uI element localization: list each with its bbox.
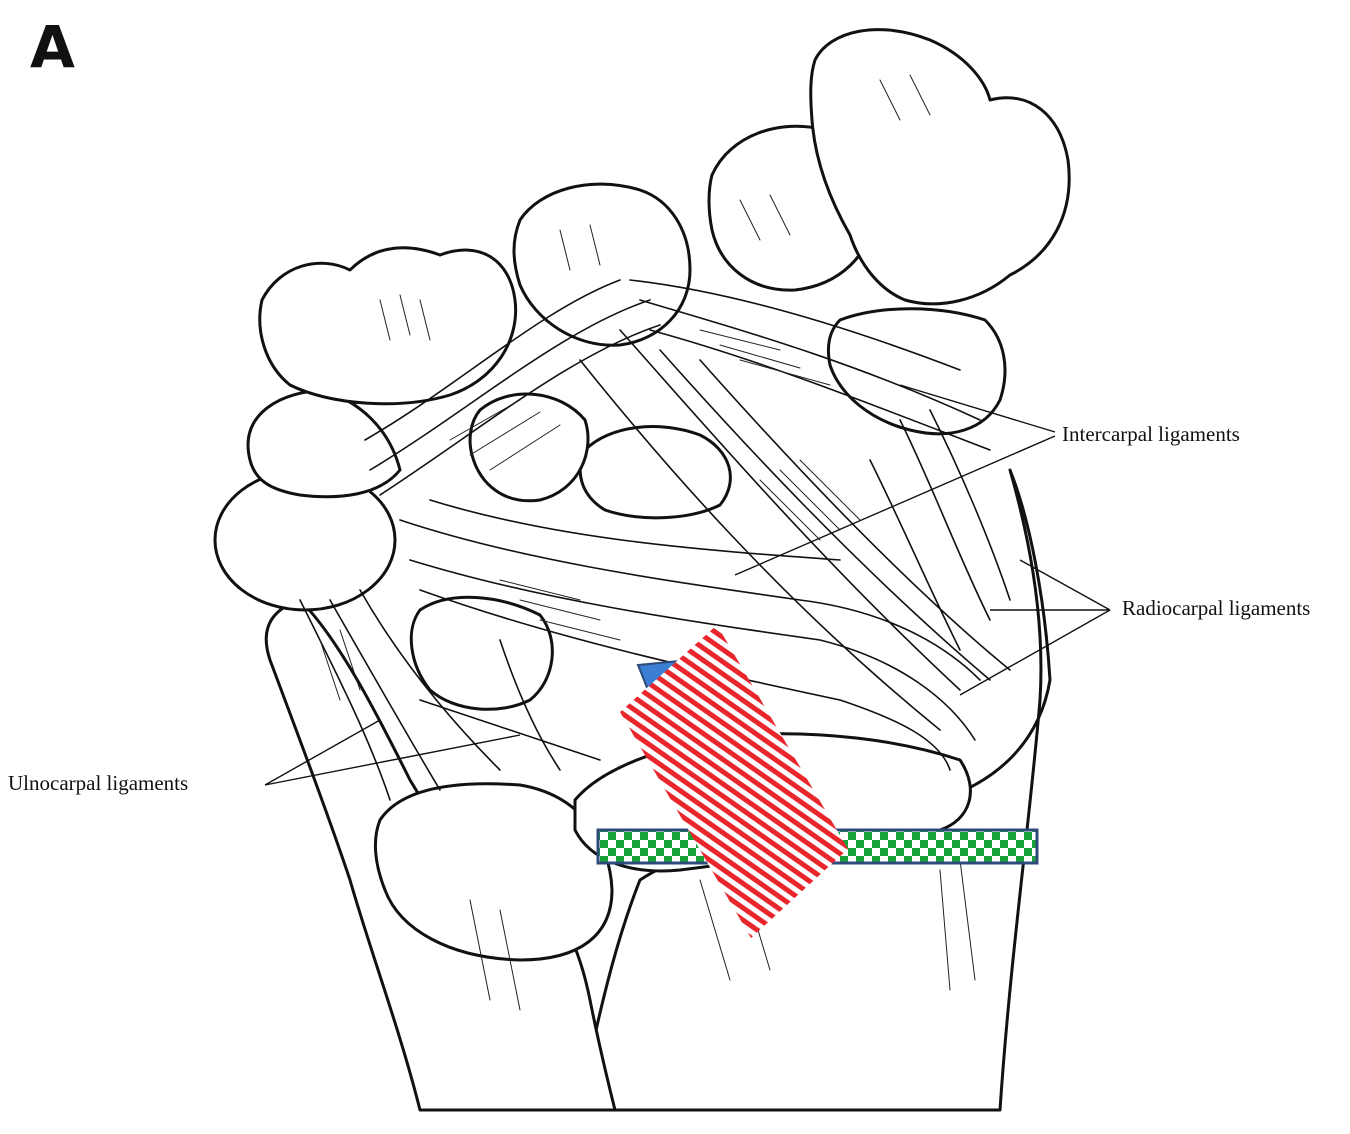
radiocarpal-leader-2 [960, 610, 1110, 695]
hamate-bone [248, 390, 400, 497]
panel-letter: A [30, 18, 75, 76]
intercarpal-leader-2 [735, 436, 1055, 575]
triquetrum-bone [411, 597, 552, 709]
metacarpal-base-5 [260, 248, 516, 404]
radiocarpal-ligaments-label: Radiocarpal ligaments [1122, 598, 1310, 619]
bones [215, 30, 1069, 1110]
capitate-bone [470, 394, 588, 501]
ulnocarpal-ligaments-label: Ulnocarpal ligaments [8, 773, 188, 794]
intercarpal-ligaments-label: Intercarpal ligaments [1062, 424, 1240, 445]
lunate-bone [580, 427, 730, 518]
scaphoid-bone [828, 309, 1005, 434]
